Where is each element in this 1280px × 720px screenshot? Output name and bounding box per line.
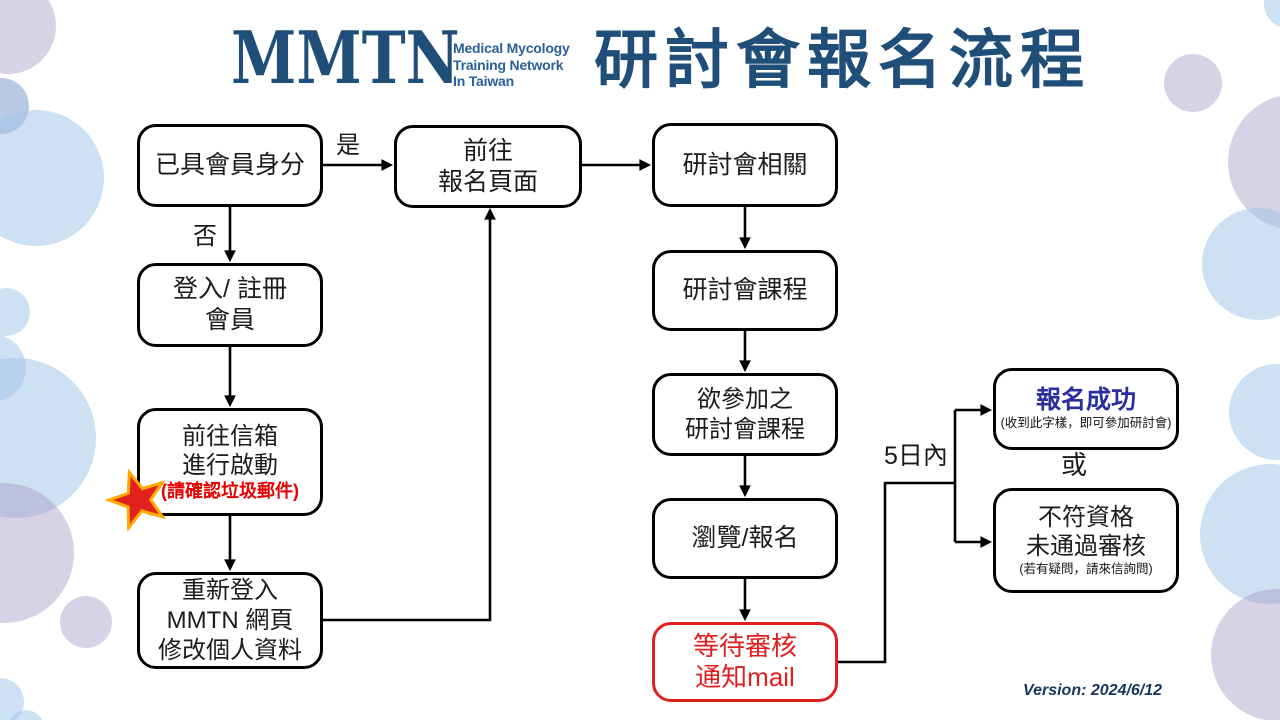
node-desired-courses-line1: 欲參加之 [697,385,793,413]
node-relogin-mmtn: 重新登入 MMTN 網頁 修改個人資料 [137,572,323,669]
node-activate-mailbox-line1: 前往信箱 [182,422,278,450]
node-member-status: 已具會員身分 [137,124,323,207]
node-seminar-related-label: 研討會相關 [682,150,808,179]
star-icon [104,467,171,533]
node-activate-mailbox-line2: 進行啟動 [182,451,278,479]
node-relogin-line2: MMTN 網頁 [166,606,294,634]
node-not-qualified-line2: 未通過審核 [1026,533,1146,560]
node-relogin-line1: 重新登入 [182,576,278,604]
logo-subtitle-line3: In Taiwan [453,73,514,89]
node-not-qualified: 不符資格 未通過審核 (若有疑問，請來信詢問) [993,488,1179,593]
node-browse-register: 瀏覽/報名 [652,498,838,579]
edge-label-within-five-days: 5日內 [884,442,948,470]
node-seminar-courses: 研討會課程 [652,250,838,331]
edge-label-no: 否 [193,223,217,250]
mmtn-logo-subtitle: Medical Mycology Training Network In Tai… [453,40,583,90]
node-desired-courses: 欲參加之 研討會課程 [652,373,838,456]
version-label: Version: 2024/6/12 [1023,682,1163,699]
edge-relogin-to-gotoreg [323,207,496,622]
node-goto-registration-line2: 報名頁面 [437,167,538,196]
node-wait-review-mail: 等待審核 通知mail [652,622,838,702]
node-login-register: 登入/ 註冊 會員 [137,263,323,347]
node-member-status-label: 已具會員身分 [154,151,305,179]
node-seminar-related: 研討會相關 [652,123,838,207]
node-wait-review-line2: 通知mail [695,662,795,692]
node-registration-success-title: 報名成功 [1035,386,1136,414]
logo-subtitle-line2: Training Network [453,56,564,73]
node-seminar-courses-label: 研討會課程 [682,276,808,304]
node-login-register-line1: 登入/ 註冊 [173,275,287,303]
node-login-register-line2: 會員 [204,306,255,334]
node-not-qualified-note: (若有疑問，請來信詢問) [1019,562,1153,576]
node-registration-success: 報名成功 (收到此字樣，即可參加研討會) [993,368,1179,450]
node-registration-success-note: (收到此字樣，即可參加研討會) [1000,416,1172,430]
edge-label-or: 或 [1061,450,1088,480]
node-goto-registration-page: 前往 報名頁面 [394,125,582,208]
logo-subtitle-line1: Medical Mycology [453,40,570,56]
edge-wait-to-branch [838,481,955,664]
node-not-qualified-line1: 不符資格 [1038,504,1134,531]
edge-label-yes: 是 [336,132,360,159]
node-activate-mailbox: 前往信箱 進行啟動 (請確認垃圾郵件) [137,408,323,516]
node-wait-review-line1: 等待審核 [692,631,797,661]
node-activate-mailbox-spam-note: (請確認垃圾郵件) [161,480,299,501]
node-goto-registration-line1: 前往 [462,136,513,165]
node-desired-courses-line2: 研討會課程 [685,415,805,443]
mmtn-logo-text: MMTN [231,15,460,100]
page-title: 研討會報名流程 [594,24,1091,96]
node-browse-register-label: 瀏覽/報名 [691,524,799,552]
node-relogin-line3: 修改個人資料 [158,636,302,664]
